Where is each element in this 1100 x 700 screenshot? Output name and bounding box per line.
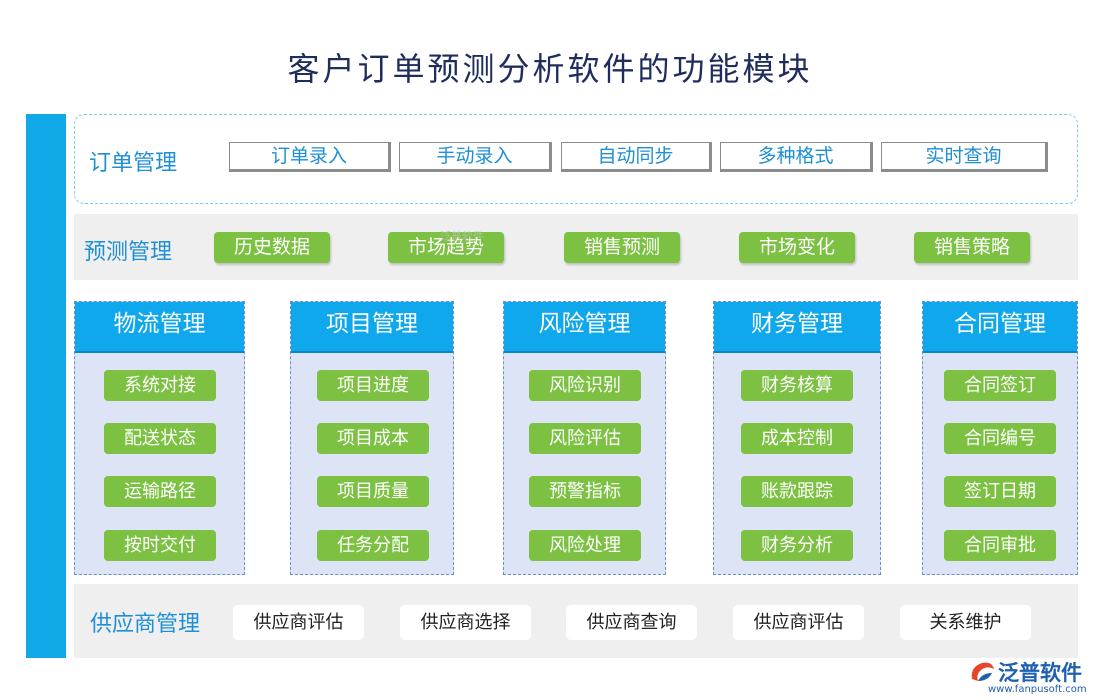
forecast-item: 销售策略 (914, 232, 1030, 263)
module-item: 合同审批 (944, 530, 1056, 561)
page-title: 客户订单预测分析软件的功能模块 (287, 50, 813, 88)
order-management-label: 订单管理 (89, 151, 178, 176)
fanpu-logo-icon (971, 662, 994, 681)
module-contract: 合同管理 合同签订 合同编号 签订日期 合同审批 (922, 301, 1078, 575)
module-item: 项目质量 (317, 476, 429, 507)
module-item: 成本控制 (741, 423, 853, 454)
supplier-management-panel: 供应商管理 供应商评估 供应商选择 供应商查询 供应商评估 关系维护 (74, 584, 1078, 658)
module-item: 运输路径 (104, 476, 216, 507)
module-item: 合同签订 (944, 370, 1056, 401)
module-item: 签订日期 (944, 476, 1056, 507)
supplier-item: 供应商评估 (233, 605, 364, 640)
module-title: 合同管理 (923, 302, 1077, 353)
supplier-management-label: 供应商管理 (90, 612, 201, 637)
module-risk: 风险管理 风险识别 风险评估 预警指标 风险处理 (503, 301, 666, 575)
module-item: 风险识别 (529, 370, 641, 401)
module-item: 按时交付 (104, 530, 216, 561)
supplier-item: 供应商查询 (566, 605, 697, 640)
order-item: 订单录入 (229, 142, 391, 172)
order-item: 自动同步 (561, 142, 712, 172)
logo-url: www.fanpusoft.com (988, 684, 1087, 695)
module-item: 财务核算 (741, 370, 853, 401)
supplier-item: 供应商选择 (400, 605, 531, 640)
order-item: 多种格式 (720, 142, 873, 172)
supplier-item: 关系维护 (900, 605, 1031, 640)
module-item: 风险处理 (529, 530, 641, 561)
module-project: 项目管理 项目进度 项目成本 项目质量 任务分配 (290, 301, 454, 575)
module-title: 物流管理 (75, 302, 244, 353)
module-item: 账款跟踪 (741, 476, 853, 507)
watermark: 泛普软件 (440, 230, 484, 243)
supplier-item: 供应商评估 (733, 605, 864, 640)
forecast-item: 市场趋势 (388, 232, 504, 263)
logo-name: 泛普软件 (998, 661, 1082, 685)
order-item: 实时查询 (881, 142, 1048, 172)
forecast-item: 销售预测 (564, 232, 680, 263)
module-item: 合同编号 (944, 423, 1056, 454)
forecast-item: 市场变化 (739, 232, 855, 263)
fanpu-logo: 泛普软件 www.fanpusoft.com (968, 657, 1092, 697)
module-item: 预警指标 (529, 476, 641, 507)
forecast-management-panel: 预测管理 历史数据 市场趋势 销售预测 市场变化 销售策略 (74, 214, 1078, 280)
module-item: 任务分配 (317, 530, 429, 561)
module-title: 项目管理 (291, 302, 453, 353)
module-title: 财务管理 (714, 302, 880, 353)
module-logistics: 物流管理 系统对接 配送状态 运输路径 按时交付 (74, 301, 245, 575)
module-item: 项目成本 (317, 423, 429, 454)
module-item: 财务分析 (741, 530, 853, 561)
module-item: 项目进度 (317, 370, 429, 401)
order-management-panel: 订单管理 订单录入 手动录入 自动同步 多种格式 实时查询 (74, 114, 1078, 204)
left-accent-bar (26, 114, 66, 658)
module-finance: 财务管理 财务核算 成本控制 账款跟踪 财务分析 (713, 301, 881, 575)
order-item: 手动录入 (399, 142, 552, 172)
module-item: 风险评估 (529, 423, 641, 454)
forecast-management-label: 预测管理 (84, 240, 173, 265)
module-item: 配送状态 (104, 423, 216, 454)
forecast-item: 历史数据 (214, 232, 330, 263)
module-title: 风险管理 (504, 302, 665, 353)
module-item: 系统对接 (104, 370, 216, 401)
